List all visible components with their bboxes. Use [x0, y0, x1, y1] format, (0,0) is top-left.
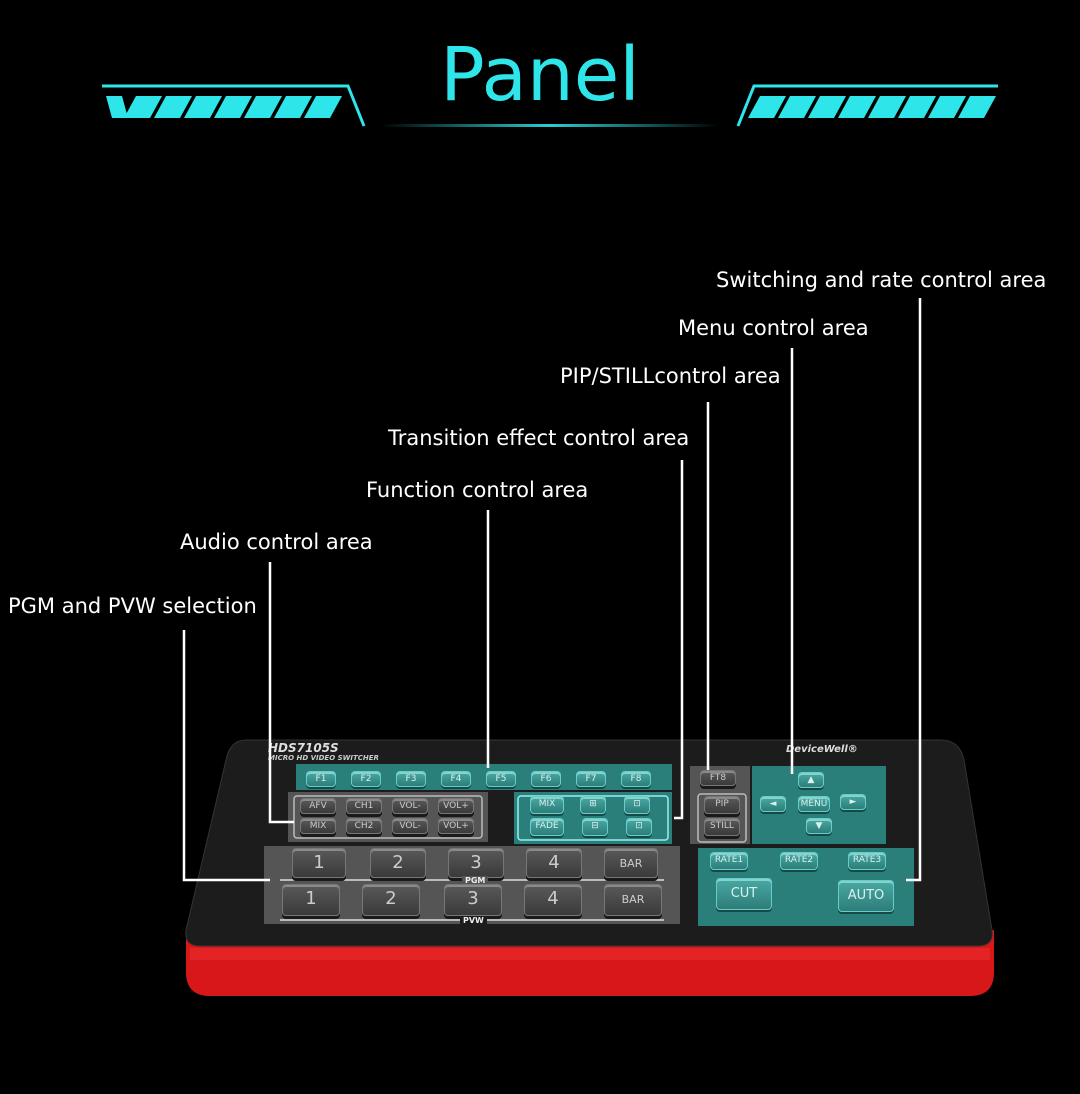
pgm-key-2[interactable]: 2: [370, 848, 426, 878]
audio-key-bottom-3[interactable]: VOL-: [392, 818, 428, 834]
callout-transition: Transition effect control area: [388, 426, 690, 450]
rate1-key[interactable]: RATE1: [710, 852, 748, 870]
ft8-key[interactable]: FT8: [700, 770, 736, 786]
right-stripe-bar: [736, 84, 998, 127]
menu-left-key[interactable]: ◄: [760, 796, 786, 812]
page-title: Panel: [440, 32, 640, 118]
audio-key-top-3[interactable]: VOL-: [392, 798, 428, 814]
pgm-key-1[interactable]: 1: [292, 848, 346, 878]
brand-logo: DeviceWell®: [786, 744, 858, 755]
device-subtitle: MICRO HD VIDEO SWITCHER: [268, 754, 379, 762]
callout-audio: Audio control area: [180, 530, 373, 554]
callout-pip-still: PIP/STILLcontrol area: [560, 364, 781, 388]
function-key-7[interactable]: F7: [576, 771, 606, 787]
pvw-label: PVW: [460, 916, 487, 925]
pvw-key-3[interactable]: 3: [444, 884, 502, 916]
left-stripe-bar: [102, 84, 366, 127]
callout-menu: Menu control area: [678, 316, 869, 340]
pgm-key-4[interactable]: 4: [526, 848, 582, 878]
callout-pgm-pvw: PGM and PVW selection: [8, 594, 257, 618]
audio-key-top-4[interactable]: VOL+: [438, 798, 474, 814]
device-model: HDS7105S: [268, 741, 339, 755]
transition-key-top-1[interactable]: MIX: [530, 796, 564, 814]
transition-key-bottom-3[interactable]: ⊡: [626, 818, 652, 836]
cut-key[interactable]: CUT: [716, 878, 772, 910]
pgm-label: PGM: [462, 876, 489, 885]
pgm-key-5[interactable]: BAR: [604, 848, 658, 878]
audio-key-bottom-4[interactable]: VOL+: [438, 818, 474, 834]
callout-switching: Switching and rate control area: [716, 268, 1047, 292]
pvw-key-5[interactable]: BAR: [604, 884, 662, 916]
menu-down-key[interactable]: ▼: [806, 818, 832, 834]
transition-key-bottom-1[interactable]: FADE: [530, 818, 564, 836]
audio-key-top-2[interactable]: CH1: [346, 798, 382, 814]
pvw-key-1[interactable]: 1: [282, 884, 340, 916]
function-key-2[interactable]: F2: [351, 771, 381, 787]
audio-key-bottom-1[interactable]: MIX: [300, 818, 336, 834]
menu-up-key[interactable]: ▲: [798, 772, 824, 788]
function-key-8[interactable]: F8: [621, 771, 651, 787]
header-decoration: [102, 84, 998, 127]
still-key[interactable]: STILL: [704, 818, 740, 836]
pip-key[interactable]: PIP: [704, 796, 740, 814]
audio-key-top-1[interactable]: AFV: [300, 798, 336, 814]
function-key-6[interactable]: F6: [531, 771, 561, 787]
menu-key[interactable]: MENU: [798, 796, 830, 812]
function-key-3[interactable]: F3: [396, 771, 426, 787]
rate2-key[interactable]: RATE2: [780, 852, 818, 870]
function-key-1[interactable]: F1: [306, 771, 336, 787]
rate3-key[interactable]: RATE3: [848, 852, 886, 870]
function-key-5[interactable]: F5: [486, 771, 516, 787]
audio-key-bottom-2[interactable]: CH2: [346, 818, 382, 834]
transition-key-bottom-2[interactable]: ⊟: [582, 818, 608, 836]
function-key-4[interactable]: F4: [441, 771, 471, 787]
pvw-key-4[interactable]: 4: [524, 884, 582, 916]
callout-function: Function control area: [366, 478, 589, 502]
pvw-key-2[interactable]: 2: [362, 884, 420, 916]
pgm-key-3[interactable]: 3: [448, 848, 504, 878]
transition-key-top-2[interactable]: ⊞: [580, 796, 606, 814]
transition-key-top-3[interactable]: ⊡: [624, 796, 650, 814]
auto-key[interactable]: AUTO: [838, 880, 894, 912]
menu-right-key[interactable]: ►: [840, 794, 866, 810]
